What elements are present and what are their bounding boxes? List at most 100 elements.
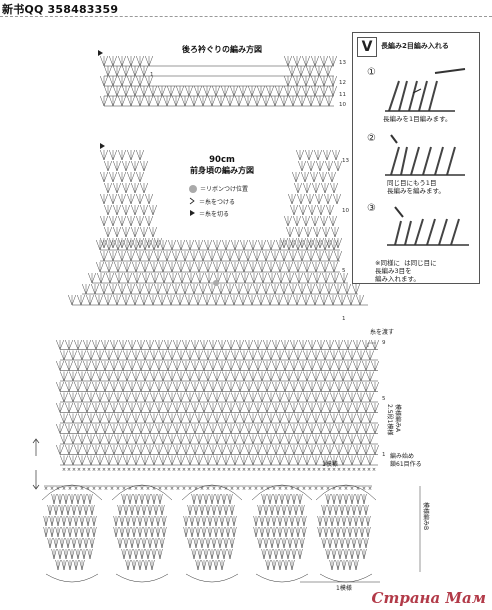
stitch-fan: [281, 504, 287, 516]
stitch-fan: [92, 339, 100, 350]
stitch-fan: [231, 261, 239, 273]
stitch-fan: [65, 381, 73, 392]
stitch-fan: [291, 548, 297, 560]
stitch-fan: [114, 239, 122, 251]
stitch-fan: [317, 526, 323, 538]
stitch-fan: [330, 261, 338, 273]
stitch-fan: [356, 294, 364, 306]
stitch-fan: [109, 215, 117, 227]
stitch-fan: [263, 504, 269, 516]
stitch-fan: [325, 493, 331, 505]
stitch-fan: [176, 294, 184, 306]
stitch-fan: [191, 423, 199, 434]
stitch-fan: [114, 371, 122, 382]
stitch-fan: [349, 548, 355, 560]
stitch-fan: [344, 402, 352, 413]
stitch-fan: [137, 402, 145, 413]
stitch-fan: [113, 526, 119, 538]
stitch-fan: [267, 239, 275, 251]
stitch-fan: [195, 413, 203, 424]
stitch-fan: [141, 434, 149, 445]
stitch-fan: [100, 237, 108, 249]
stitch-fan: [181, 95, 189, 107]
stitch-fan: [371, 381, 379, 392]
stitch-fan: [123, 413, 131, 424]
stitch-fan: [77, 504, 83, 516]
stitch-fan: [104, 160, 112, 172]
stitch-fan: [245, 402, 253, 413]
stitch-fan: [105, 455, 113, 466]
stitch-fan: [104, 226, 112, 238]
back-neck-marker: [98, 50, 103, 56]
stitch-fan: [213, 526, 219, 538]
stitch-fan: [271, 250, 279, 262]
stitch-fan: [324, 65, 332, 77]
stitch-fan: [230, 85, 238, 97]
stitch-fan: [245, 423, 253, 434]
stitch-fan: [164, 423, 172, 434]
stitch-fan: [87, 371, 95, 382]
stitch-fan: [222, 413, 230, 424]
stitch-fan: [335, 423, 343, 434]
stitch-fan: [366, 392, 374, 403]
stitch-fan: [297, 548, 303, 560]
stitch-fan: [221, 85, 229, 97]
stitch-fan: [140, 204, 148, 216]
stitch-fan: [123, 504, 129, 516]
stitch-fan: [337, 548, 343, 560]
stitch-fan: [353, 360, 361, 371]
stitch-fan: [283, 559, 289, 571]
stitch-fan: [68, 294, 76, 306]
stitch-fan: [159, 455, 167, 466]
note-carry-yarn: 糸を渡す: [370, 328, 394, 336]
stitch-fan: [320, 85, 328, 97]
stitch-fan: [277, 526, 283, 538]
stitch-fan: [71, 504, 77, 516]
stitch-fan: [204, 371, 212, 382]
stitch-fan: [320, 55, 328, 67]
stitch-fan: [273, 493, 279, 505]
edging-chain-mark: ×: [158, 486, 162, 492]
stitch-fan: [110, 360, 118, 371]
chain-mark: ×: [97, 467, 101, 473]
stitch-fan: [253, 95, 261, 107]
stitch-fan: [283, 526, 289, 538]
stitch-fan: [157, 493, 163, 505]
stitch-fan: [330, 455, 338, 466]
stitch-fan: [287, 504, 293, 516]
stitch-fan: [329, 294, 337, 306]
stitch-fan: [83, 444, 91, 455]
stitch-fan: [312, 392, 320, 403]
stitch-fan: [186, 350, 194, 361]
stitch-fan: [150, 261, 158, 273]
stitch-fan: [335, 381, 343, 392]
stitch-fan: [131, 65, 139, 77]
stitch-fan: [244, 250, 252, 262]
stitch-fan: [119, 339, 127, 350]
chain-mark: ×: [107, 467, 111, 473]
stitch-fan: [127, 55, 135, 67]
stitch-fan: [221, 548, 227, 560]
edging-chain-mark: ×: [68, 486, 72, 492]
stitch-fan: [78, 350, 86, 361]
stitch-fan: [155, 526, 161, 538]
edging-chain-mark: ×: [266, 486, 270, 492]
chain-mark: ×: [327, 467, 331, 473]
stitch-fan: [186, 392, 194, 403]
stitch-fan: [182, 339, 190, 350]
step-1-number: ①: [367, 67, 376, 78]
stitch-fan: [339, 455, 347, 466]
edging-chain-mark: ×: [146, 486, 150, 492]
stitch-fan: [276, 413, 284, 424]
stitch-fan: [312, 350, 320, 361]
stitch-fan: [304, 226, 312, 238]
stitch-fan: [123, 455, 131, 466]
stitch-fan: [136, 55, 144, 67]
pineapple-arc: [251, 484, 313, 501]
source-id-text: 新书QQ 358483359: [2, 3, 119, 16]
stitch-fan: [335, 515, 341, 527]
stitch-fan: [123, 239, 131, 251]
stitch-fan: [59, 504, 65, 516]
edging-chain-mark: ×: [182, 486, 186, 492]
stitch-fan: [67, 559, 73, 571]
